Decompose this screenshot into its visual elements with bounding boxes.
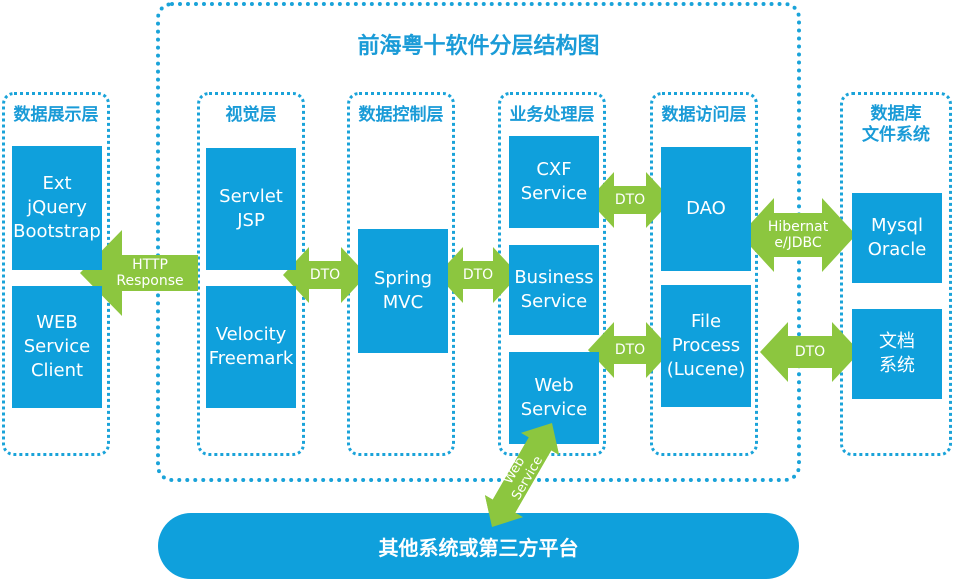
- web-service-box: Web Service: [509, 352, 599, 444]
- dto-label: DTO: [794, 343, 826, 360]
- box-label: Service: [520, 291, 588, 312]
- box-label: Process: [671, 335, 741, 357]
- box-label: (Lucene): [666, 358, 746, 380]
- box-label: 系统: [879, 355, 915, 376]
- box-label: Servlet: [219, 186, 283, 208]
- box-label: Oracle: [867, 239, 927, 260]
- cxf-service-box: CXF Service: [509, 136, 599, 228]
- diagram-title: 前海粤十软件分层结构图: [357, 34, 600, 59]
- control-layer-title: 数据控制层: [358, 105, 444, 125]
- box-label: Client: [30, 359, 84, 381]
- doc-system-box: 文档 系统: [852, 309, 942, 399]
- web-service-client-box: WEB Service Client: [12, 286, 102, 408]
- arrow-label: e/JDBC: [774, 235, 822, 251]
- dto-arrow-file-doc: DTO: [760, 322, 860, 382]
- mysql-oracle-box: Mysql Oracle: [852, 193, 942, 283]
- access-layer-frame: [650, 92, 758, 456]
- box-label: Service: [520, 183, 588, 204]
- dao-box: DAO: [661, 147, 751, 271]
- arrow-label: Hibernat: [767, 218, 829, 235]
- access-layer-title: 数据访问层: [661, 105, 747, 125]
- business-service-box: Business Service: [509, 245, 599, 335]
- box-label: Service: [23, 336, 91, 358]
- spring-mvc-box: Spring MVC: [358, 229, 448, 353]
- storage-title-line: 文件系统: [862, 125, 930, 146]
- box-label: Velocity: [215, 324, 287, 346]
- dto-arrow-view-control: DTO: [283, 247, 367, 303]
- arrow-label: Response: [116, 273, 184, 289]
- velocity-freemark-box: Velocity Freemark: [206, 286, 296, 408]
- box-label: Business: [514, 267, 594, 289]
- box-label: MVC: [382, 292, 424, 313]
- file-process-box: File Process (Lucene): [661, 285, 751, 407]
- storage-title-line: 数据库: [870, 104, 922, 124]
- box-label: File: [690, 311, 722, 333]
- box-label: WEB: [36, 312, 78, 334]
- third-party-platform: 其他系统或第三方平台: [158, 513, 799, 579]
- box-label: Freemark: [208, 348, 294, 369]
- storage-layer-frame: [840, 92, 952, 456]
- box-label: Web: [534, 375, 574, 397]
- dto-label: DTO: [614, 191, 646, 208]
- dto-label: DTO: [462, 266, 494, 283]
- dto-arrow-business-file: DTO: [588, 322, 672, 378]
- arrow-label: HTTP: [132, 256, 168, 273]
- business-layer-title: 业务处理层: [509, 105, 595, 125]
- box-label: Mysql: [871, 215, 923, 237]
- dto-arrow-control-business: DTO: [437, 247, 519, 303]
- display-layer-title: 数据展示层: [13, 105, 99, 125]
- box-label: DAO: [686, 198, 726, 220]
- box-label: Spring: [373, 268, 433, 290]
- hibernate-jdbc-arrow: Hibernat e/JDBC: [740, 198, 856, 272]
- box-label: JSP: [237, 210, 265, 231]
- dto-arrow-cxf-dao: DTO: [588, 172, 672, 228]
- servlet-jsp-box: Servlet JSP: [206, 148, 296, 270]
- box-label: 文档: [879, 331, 915, 353]
- view-layer-title: 视觉层: [225, 105, 277, 125]
- storage-layer-title: 数据库 文件系统: [840, 104, 952, 147]
- box-label: Service: [520, 399, 588, 420]
- box-label: CXF: [536, 159, 572, 181]
- ext-jquery-bootstrap-box: Ext jQuery Bootstrap: [12, 146, 102, 270]
- box-label: Bootstrap: [13, 220, 101, 242]
- dto-label: DTO: [614, 341, 646, 358]
- http-response-arrow: HTTP Response: [80, 230, 198, 316]
- box-label: Ext: [42, 173, 72, 195]
- dto-label: DTO: [309, 266, 341, 283]
- box-label: jQuery: [27, 197, 87, 219]
